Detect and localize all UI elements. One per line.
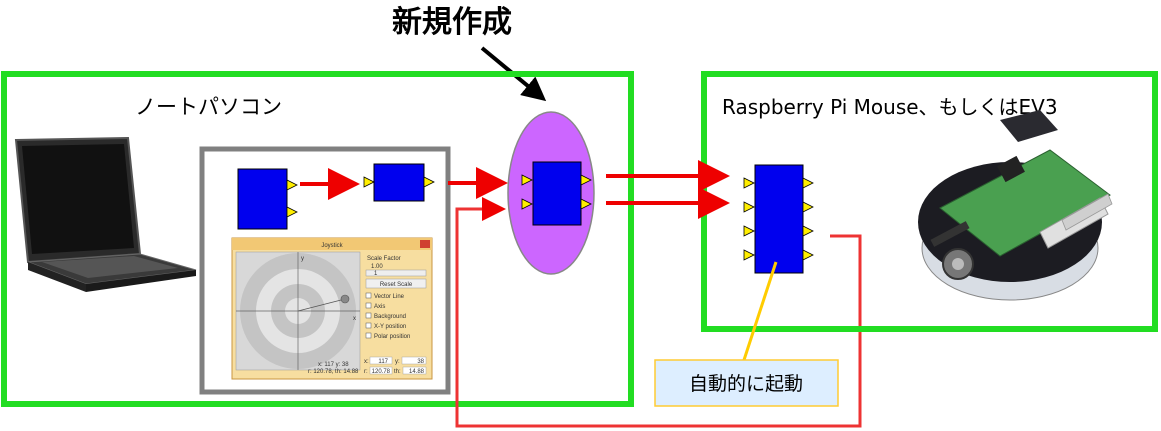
feedback-line xyxy=(455,197,862,428)
field-x-value: 117 xyxy=(378,359,388,365)
checkbox-label: X-Y position xyxy=(374,324,406,330)
checkbox-list: Vector Line Axis Background X-Y position… xyxy=(365,292,410,340)
joystick-window-title: Joystick xyxy=(321,243,343,249)
field-th-label: th: xyxy=(394,369,401,375)
autostart-callout-label: 自動的に起動 xyxy=(689,373,803,395)
status-polar: r: 120.78, th: 14.88 xyxy=(308,369,359,375)
field-th-value: 14.88 xyxy=(409,369,425,375)
window-close-icon[interactable] xyxy=(420,240,430,248)
checkbox-label: Background xyxy=(374,314,406,320)
joystick-knob[interactable] xyxy=(340,294,350,304)
field-r-value: 120.78 xyxy=(372,369,391,375)
scale-slider[interactable] xyxy=(365,269,427,277)
component-robot xyxy=(743,164,814,274)
field-r-label: r: xyxy=(364,369,368,375)
checkbox-polar-position[interactable] xyxy=(365,332,372,339)
checkbox-xy-position[interactable] xyxy=(365,322,372,329)
reset-scale-button-label: Reset Scale xyxy=(380,282,413,288)
checkbox-background[interactable] xyxy=(365,312,372,319)
field-y-value: 38 xyxy=(417,359,424,365)
callout-pointer-line xyxy=(742,261,778,361)
laptop-green-frame xyxy=(1,71,634,407)
field-r[interactable] xyxy=(369,366,393,375)
status-xy: x: 117 y: 38 xyxy=(318,362,349,368)
scale-factor-label: Scale Factor xyxy=(367,256,401,262)
checkbox-label: Axis xyxy=(374,304,385,310)
checkbox-label: Polar position xyxy=(374,334,410,340)
field-y[interactable] xyxy=(401,356,427,365)
field-x-label: x: xyxy=(364,359,369,365)
axis-label-x: x xyxy=(353,316,356,322)
reset-scale-button[interactable] xyxy=(365,278,427,289)
laptop-box-label: ノートパソコン xyxy=(135,95,282,119)
component-joystick xyxy=(237,168,298,230)
laptop-icon xyxy=(14,136,197,292)
field-y-label: y: xyxy=(395,359,400,365)
autostart-callout-box xyxy=(654,359,839,407)
checkbox-label: Vector Line xyxy=(374,294,405,300)
slider-value: 1 xyxy=(374,271,378,277)
axis-label-y: y xyxy=(301,256,304,262)
joystick-window: Joystick y x x: 117 y: 38 r: 120.78, th:… xyxy=(231,237,433,380)
field-x[interactable] xyxy=(369,356,393,365)
component-new xyxy=(521,161,592,226)
checkbox-vector-line[interactable] xyxy=(365,292,372,299)
component-converter xyxy=(363,163,435,202)
checkbox-axis[interactable] xyxy=(365,302,372,309)
robot-mouse-image xyxy=(918,110,1113,301)
field-th[interactable] xyxy=(402,366,427,375)
scale-value: 1.00 xyxy=(371,264,383,270)
robot-box-label: Raspberry Pi Mouse、もしくはEV3 xyxy=(722,95,1058,119)
title-text: 新規作成 xyxy=(392,5,512,40)
